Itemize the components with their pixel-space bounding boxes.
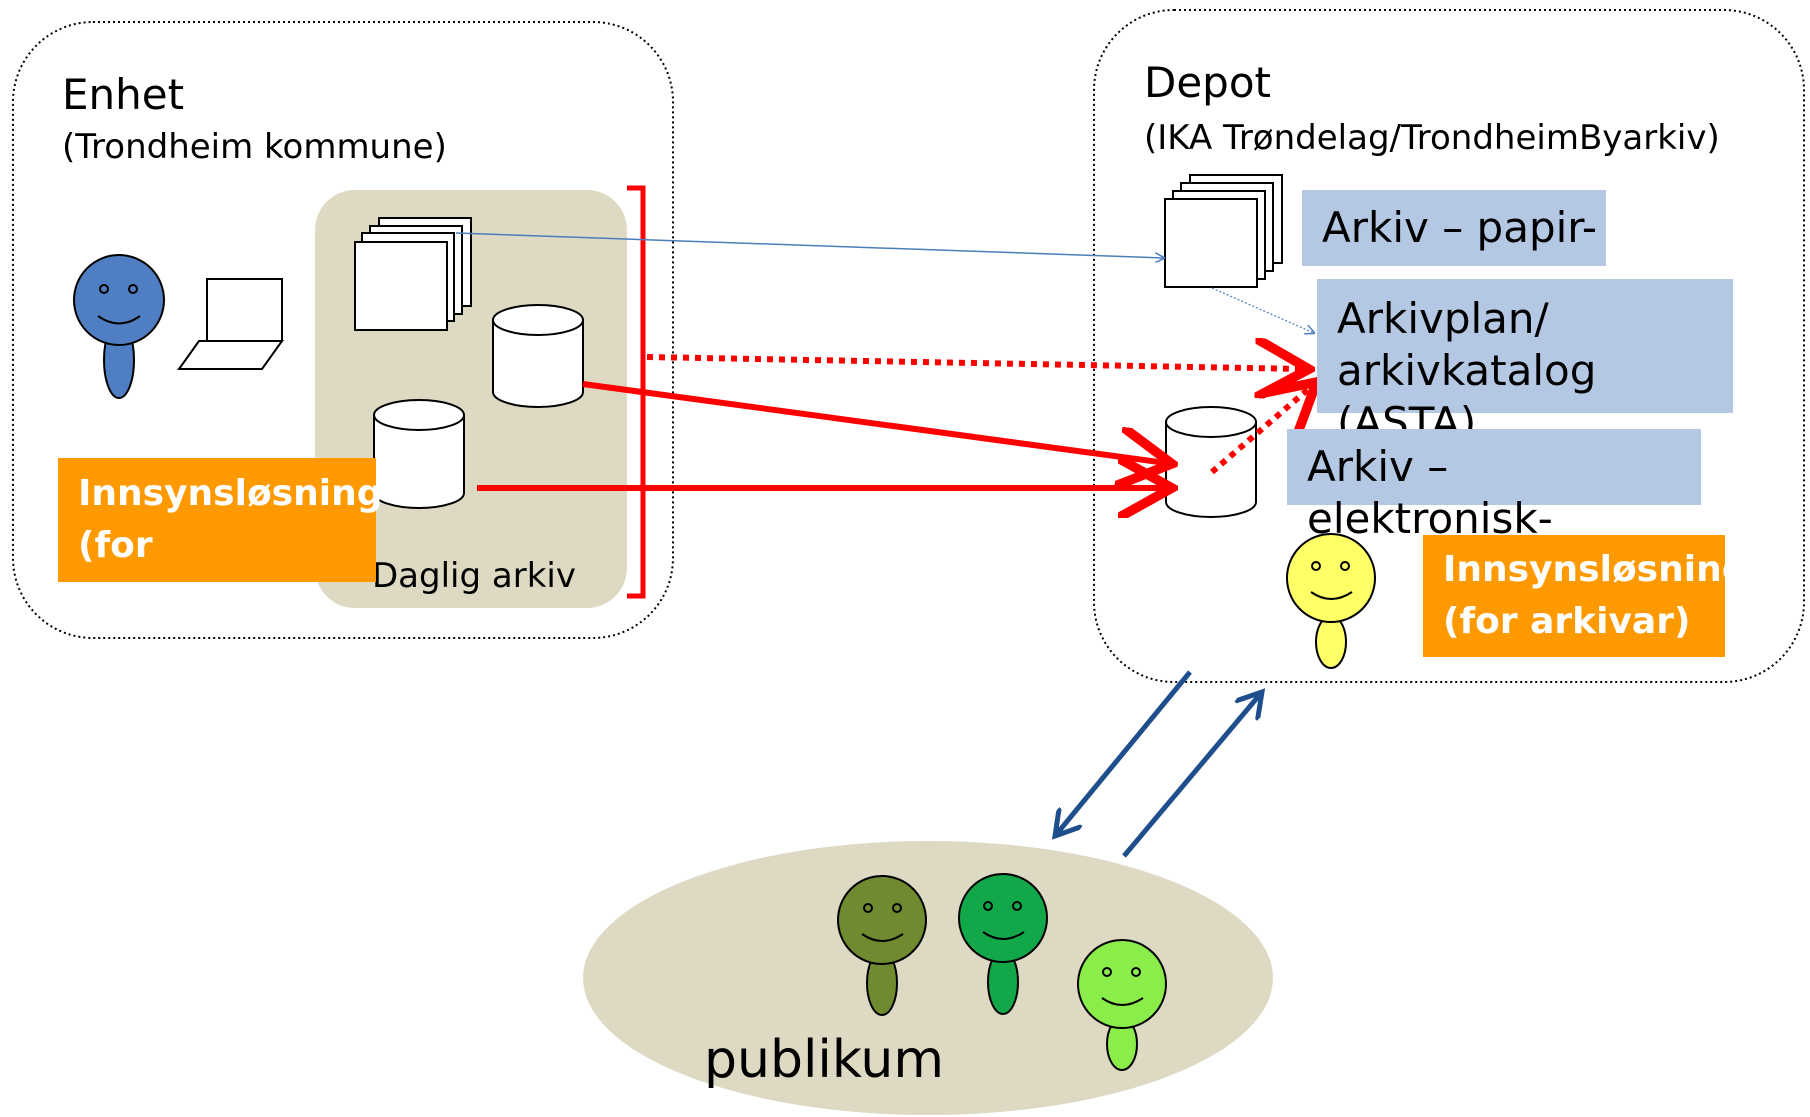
publikum-area	[583, 841, 1273, 1115]
innsyn-internal-box: Innsynsløsning (for internbruk)	[58, 458, 383, 618]
paper-transfer-arrow	[455, 232, 1164, 258]
user-person-icon	[73, 254, 165, 399]
innsyn-internal-line1: Innsynsløsning	[78, 473, 383, 514]
innsyn-archivist-line2: (for arkivar)	[1443, 601, 1691, 642]
arkiv-elektronisk-box: Arkiv – elektronisk-	[1287, 429, 1701, 543]
depot-title: Depot	[1144, 58, 1272, 107]
document-stack-icon	[354, 217, 472, 331]
innsyn-archivist-box: Innsynsløsning (for arkivar)	[1423, 535, 1748, 657]
catalog-transfer-arrow	[646, 357, 1303, 369]
public-person-icon	[1077, 939, 1167, 1071]
depot-frame	[1093, 9, 1805, 683]
enhet-frame	[12, 21, 674, 639]
public-person-icon	[837, 875, 927, 1016]
depot-to-public-arrow	[1055, 670, 1192, 836]
database-cylinder-icon	[492, 304, 584, 408]
database-cylinder-icon	[1165, 406, 1257, 518]
daglig-arkiv-label: Daglig arkiv	[372, 556, 576, 596]
arkiv-papir-box: Arkiv – papir-	[1302, 190, 1606, 266]
catalog-link-arrow	[1210, 386, 1312, 475]
arkivplan-box: Arkivplan/ arkivkatalog (ASTA)	[1317, 279, 1733, 447]
laptop-icon	[177, 278, 284, 370]
depot-subtitle: (IKA Trøndelag/TrondheimByarkiv)	[1144, 118, 1720, 158]
arkiv-elektronisk-label: Arkiv – elektronisk-	[1307, 442, 1553, 543]
public-to-depot-arrow	[1122, 692, 1262, 858]
public-person-icon	[958, 873, 1048, 1015]
paper-catalog-arrow	[1211, 287, 1314, 333]
database-cylinder-icon	[373, 399, 465, 509]
enhet-title: Enhet	[62, 70, 185, 119]
document-stack-icon	[1164, 174, 1283, 288]
innsyn-internal-line2: (for internbruk)	[78, 525, 311, 618]
publikum-label: publikum	[704, 1030, 944, 1090]
archivist-person-icon	[1286, 533, 1376, 669]
db-transfer-arrow	[582, 381, 1166, 463]
arkivplan-line1: Arkivplan/	[1337, 294, 1549, 343]
enhet-subtitle: (Trondheim kommune)	[62, 127, 447, 167]
arkiv-papir-label: Arkiv – papir-	[1322, 203, 1598, 252]
innsyn-archivist-line1: Innsynsløsning	[1443, 549, 1748, 590]
